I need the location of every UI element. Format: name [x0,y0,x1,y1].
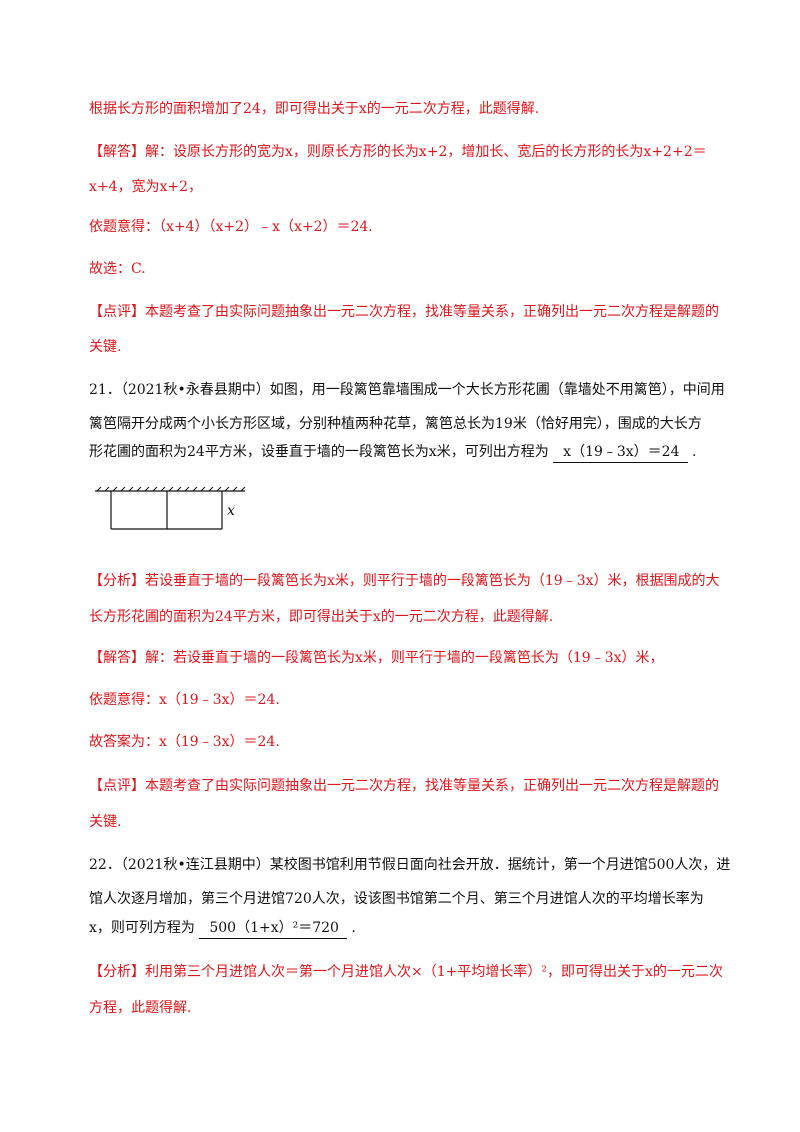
q21-answer-line-2: 依题意得：x（19﹣3x）＝24. [89,692,280,708]
prev-answer-line-3: 依题意得：（x+4）（x+2）﹣x（x+2）＝24. [89,219,373,235]
q22-stem-line-1: 22．（2021秋•连江县期中）某校图书馆利用节假日面向社会开放．据统计，第一个… [89,857,731,873]
q21-stem-line-3: 形花圃的面积为24平方米，设垂直于墙的一段篱笆长为x米，可列出方程为 x（19﹣… [89,442,696,463]
q22-analysis-line-1: 【分析】利用第三个月进馆人次＝第一个月进馆人次×（1+平均增长率）²，即可得出关… [89,964,723,980]
q21-stem-line-2: 篱笆隔开分成两个小长方形区域，分别种植两种花草，篱笆总长为19米（恰好用完），围… [89,416,702,432]
q21-answer-line-3: 故答案为：x（19﹣3x）＝24. [89,734,280,750]
prev-answer-line-2: x+4，宽为x+2， [89,179,203,195]
q21-stem-line-1: 21．（2021秋•永春县期中）如图，用一段篱笆靠墙围成一个大长方形花圃（靠墙处… [89,382,725,398]
q21-comment-line-1: 【点评】本题考查了由实际问题抽象出一元二次方程，找准等量关系，正确列出一元二次方… [89,778,719,794]
q21-period: . [691,444,697,460]
prev-comment-line-2: 关键. [89,339,122,355]
q22-stem-line-2: 馆人次逐月增加，第三个月进馆720人次，设该图书馆第二个月、第三个月进馆人次的平… [89,891,704,907]
q21-stem-text: 形花圃的面积为24平方米，设垂直于墙的一段篱笆长为x米，可列出方程为 [89,444,549,460]
q22-answer-blank: 500（1+x）²＝720 [199,918,347,939]
prev-answer-line-1: 【解答】解：设原长方形的宽为x，则原长方形的长为x+2，增加长、宽后的长方形的长… [89,144,707,160]
q21-comment-line-2: 关键. [89,814,122,830]
prev-comment-line-1: 【点评】本题考查了由实际问题抽象出一元二次方程，找准等量关系，正确列出一元二次方… [89,304,719,320]
q21-analysis-line-2: 长方形花圃的面积为24平方米，即可得出关于x的一元二次方程，此题得解. [89,609,554,625]
q21-answer-blank: x（19﹣3x）＝24 [553,442,688,463]
prev-answer-line-4: 故选：C. [89,261,146,277]
q22-analysis-line-2: 方程，此题得解. [89,1000,192,1016]
fig-label-x: x [227,503,235,519]
q21-analysis-line-1: 【分析】若设垂直于墙的一段篱笆长为x米，则平行于墙的一段篱笆长为（19﹣3x）米… [89,573,720,589]
fence-diagram: x [95,487,246,530]
q22-stem-line-3: x，则可列方程为 500（1+x）²＝720 . [89,918,356,939]
wall-hatching [96,487,246,492]
q22-period: . [351,920,356,936]
prev-analysis-cont: 根据长方形的面积增加了24，即可得出关于x的一元二次方程，此题得解. [89,101,540,117]
q21-answer-line-1: 【解答】解：若设垂直于墙的一段篱笆长为x米，则平行于墙的一段篱笆长为（19﹣3x… [89,650,664,666]
q22-stem-text: x，则可列方程为 [89,920,195,936]
